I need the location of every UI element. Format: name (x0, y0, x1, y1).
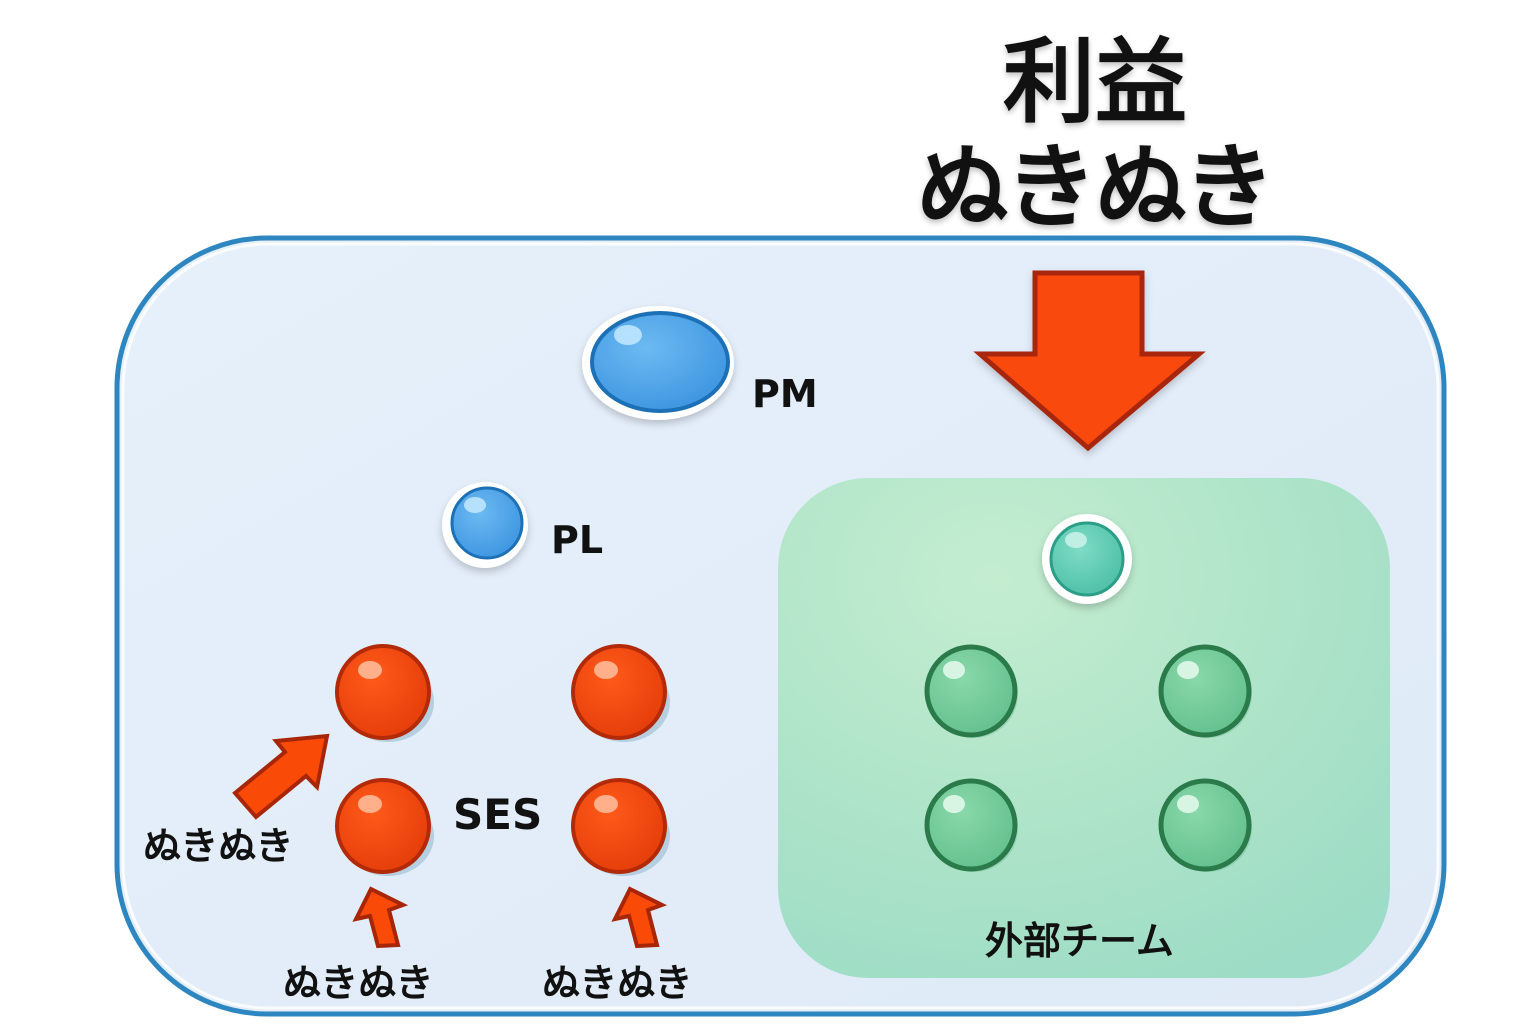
external-member-3-shine (943, 795, 965, 813)
ses-label: SES (453, 790, 543, 839)
extraction-arrow-bottom-right-icon (611, 886, 668, 949)
extraction-label-bottom-middle: ぬきぬき (283, 961, 434, 1005)
organization-box-inner-highlight (121, 242, 1440, 1010)
pm-node (582, 306, 734, 420)
external-leader-node (1042, 514, 1132, 604)
ses-node-1-shine (358, 661, 382, 679)
ses-node-2 (571, 644, 670, 742)
ses-node-3-shine (358, 795, 382, 813)
extraction-arrow-bottom-middle-icon (352, 886, 409, 949)
ses-node-4-body (571, 778, 667, 874)
external-member-4-body (1158, 778, 1252, 872)
pm-node-shine (614, 325, 642, 345)
external-member-3-body (924, 778, 1018, 872)
external-team-label: 外部チーム (985, 919, 1174, 963)
ses-node-1-body (335, 644, 431, 740)
ses-node-3 (335, 778, 434, 876)
external-member-1 (924, 644, 1018, 738)
pm-label: PM (752, 372, 818, 416)
ses-node-2-body (571, 644, 667, 740)
ses-node-1 (335, 644, 434, 742)
external-member-1-shine (943, 661, 965, 679)
extraction-label-bottom-right: ぬきぬき (542, 961, 693, 1005)
extraction-label-left: ぬきぬき (143, 824, 294, 868)
external-leader-shine (1065, 532, 1087, 548)
external-member-3 (924, 778, 1018, 872)
external-member-2-body (1158, 644, 1252, 738)
pl-label: PL (551, 518, 604, 562)
external-member-4-shine (1177, 795, 1199, 813)
ses-node-2-shine (594, 661, 618, 679)
pl-node (442, 482, 528, 568)
pl-node-shine (464, 497, 486, 513)
external-member-2 (1158, 644, 1252, 738)
profit-down-arrow-icon (973, 270, 1206, 452)
external-member-2-shine (1177, 661, 1199, 679)
external-leader-body (1049, 521, 1125, 597)
external-member-4 (1158, 778, 1252, 872)
external-member-1-body (924, 644, 1018, 738)
pl-node-body (450, 486, 524, 560)
title-line-1: 利益 (1002, 29, 1187, 136)
ses-node-4 (571, 778, 670, 876)
ses-node-4-shine (594, 795, 618, 813)
ses-node-3-body (335, 778, 431, 874)
pm-node-body (590, 311, 730, 413)
extraction-arrow-left-icon (232, 733, 330, 820)
title-line-2: ぬきぬき (916, 134, 1275, 241)
